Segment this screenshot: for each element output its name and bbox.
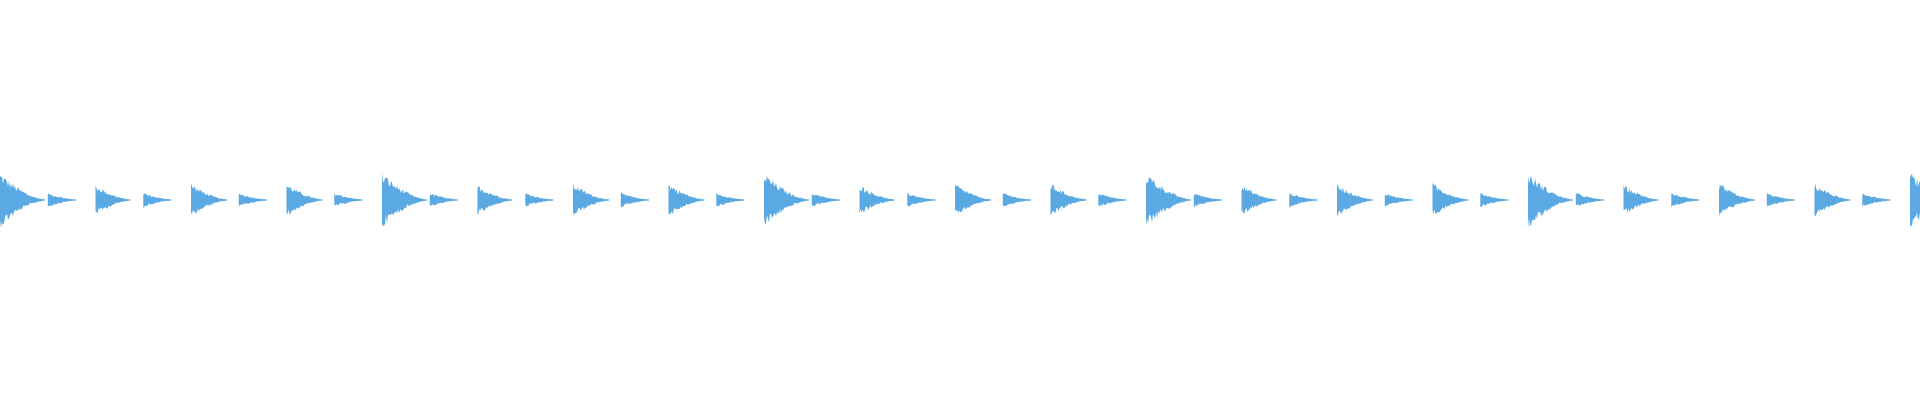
waveform-pulse: [573, 182, 609, 215]
waveform-pulse-shape: [1241, 186, 1277, 214]
waveform-pulse: [1193, 194, 1222, 208]
waveform-pulse-shape: [1384, 194, 1413, 207]
waveform-pulse-shape: [95, 185, 131, 214]
waveform-pulse: [1289, 192, 1318, 208]
waveform-pulse: [1146, 176, 1191, 226]
waveform-pulse-shape: [1432, 182, 1469, 214]
waveform-pulse-shape: [0, 175, 45, 228]
waveform-pulse-shape: [859, 187, 895, 213]
waveform-pulse: [477, 186, 513, 216]
waveform-pulse: [1241, 186, 1277, 214]
waveform-pulse-shape: [1862, 194, 1891, 207]
waveform-pulse-shape: [238, 193, 267, 208]
waveform-pulse-shape: [668, 185, 705, 215]
waveform-pulse: [1384, 194, 1413, 207]
waveform-pulse: [859, 187, 895, 213]
waveform-pulse-shape: [1289, 192, 1318, 208]
waveform-pulse: [955, 185, 991, 213]
waveform-pulse-shape: [1193, 194, 1222, 208]
waveform-pulse-shape: [1766, 193, 1795, 207]
waveform-pulse: [334, 192, 363, 206]
waveform-pulse-shape: [1528, 175, 1573, 229]
waveform-pulse-shape: [191, 184, 227, 214]
waveform-pulse: [1050, 184, 1087, 216]
waveform-pulse: [811, 193, 840, 207]
waveform-pulse: [47, 192, 76, 207]
waveform-pulse: [0, 175, 45, 228]
waveform-pulse-shape: [1337, 184, 1373, 218]
waveform-pulse: [382, 172, 427, 226]
waveform-pulse-shape: [1671, 193, 1700, 208]
waveform-pulse-shape: [1098, 194, 1127, 208]
waveform-pulse: [620, 192, 649, 208]
waveform-pulse-shape: [764, 175, 809, 225]
waveform-pulse: [238, 193, 267, 208]
waveform-pulse: [429, 193, 458, 207]
waveform-pulse: [1002, 193, 1031, 207]
waveform-pulse-shape: [143, 193, 172, 208]
waveform-pulse-shape: [907, 192, 936, 207]
waveform-pulse: [1432, 182, 1469, 214]
waveform-pulse-shape: [573, 182, 609, 215]
waveform-pulse: [525, 192, 554, 207]
waveform-pulse: [1671, 193, 1700, 208]
waveform-pulse-shape: [1623, 184, 1659, 213]
waveform-pulse: [1575, 193, 1604, 206]
waveform-pulse-shape: [1814, 183, 1851, 217]
waveform-pulse-shape: [1146, 176, 1191, 226]
waveform-pulse: [1766, 193, 1795, 207]
waveform-pulse-shape: [429, 193, 458, 207]
waveform-pulse: [1814, 183, 1851, 217]
waveform-pulse: [1910, 173, 1920, 228]
waveform-pulse-shape: [1719, 184, 1755, 217]
waveform-pulse: [716, 192, 745, 207]
waveform-pulse: [191, 184, 227, 214]
waveform-pulse: [1337, 184, 1373, 218]
waveform-pulse-shape: [525, 192, 554, 207]
waveform-pulse: [668, 185, 705, 215]
waveform-pulse-shape: [477, 186, 513, 216]
waveform-pulse-shape: [382, 172, 427, 226]
waveform-pulse-shape: [286, 186, 323, 215]
waveform-pulse: [143, 193, 172, 208]
waveform-pulse-shape: [811, 193, 840, 207]
waveform-pulse-shape: [955, 185, 991, 213]
waveform-pulse-shape: [1480, 193, 1509, 208]
waveform-pulses: [0, 172, 1920, 229]
waveform-pulse: [1719, 184, 1755, 217]
waveform-pulse: [1623, 184, 1659, 213]
waveform-pulse-shape: [47, 192, 76, 207]
waveform-pulse: [95, 185, 131, 214]
waveform-pulse-shape: [1050, 184, 1087, 216]
waveform-pulse-shape: [1575, 193, 1604, 206]
waveform-pulse: [286, 186, 323, 215]
waveform-pulse-shape: [1910, 173, 1920, 228]
waveform-pulse: [1480, 193, 1509, 208]
waveform-pulse: [1528, 175, 1573, 229]
waveform-pulse-shape: [620, 192, 649, 208]
waveform-pulse: [1098, 194, 1127, 208]
waveform-pulse: [764, 175, 809, 225]
waveform-pulse-shape: [334, 192, 363, 206]
waveform-pulse-shape: [1002, 193, 1031, 207]
waveform-pulse: [1862, 194, 1891, 207]
waveform-pulse: [907, 192, 936, 207]
waveform-pulse-shape: [716, 192, 745, 207]
